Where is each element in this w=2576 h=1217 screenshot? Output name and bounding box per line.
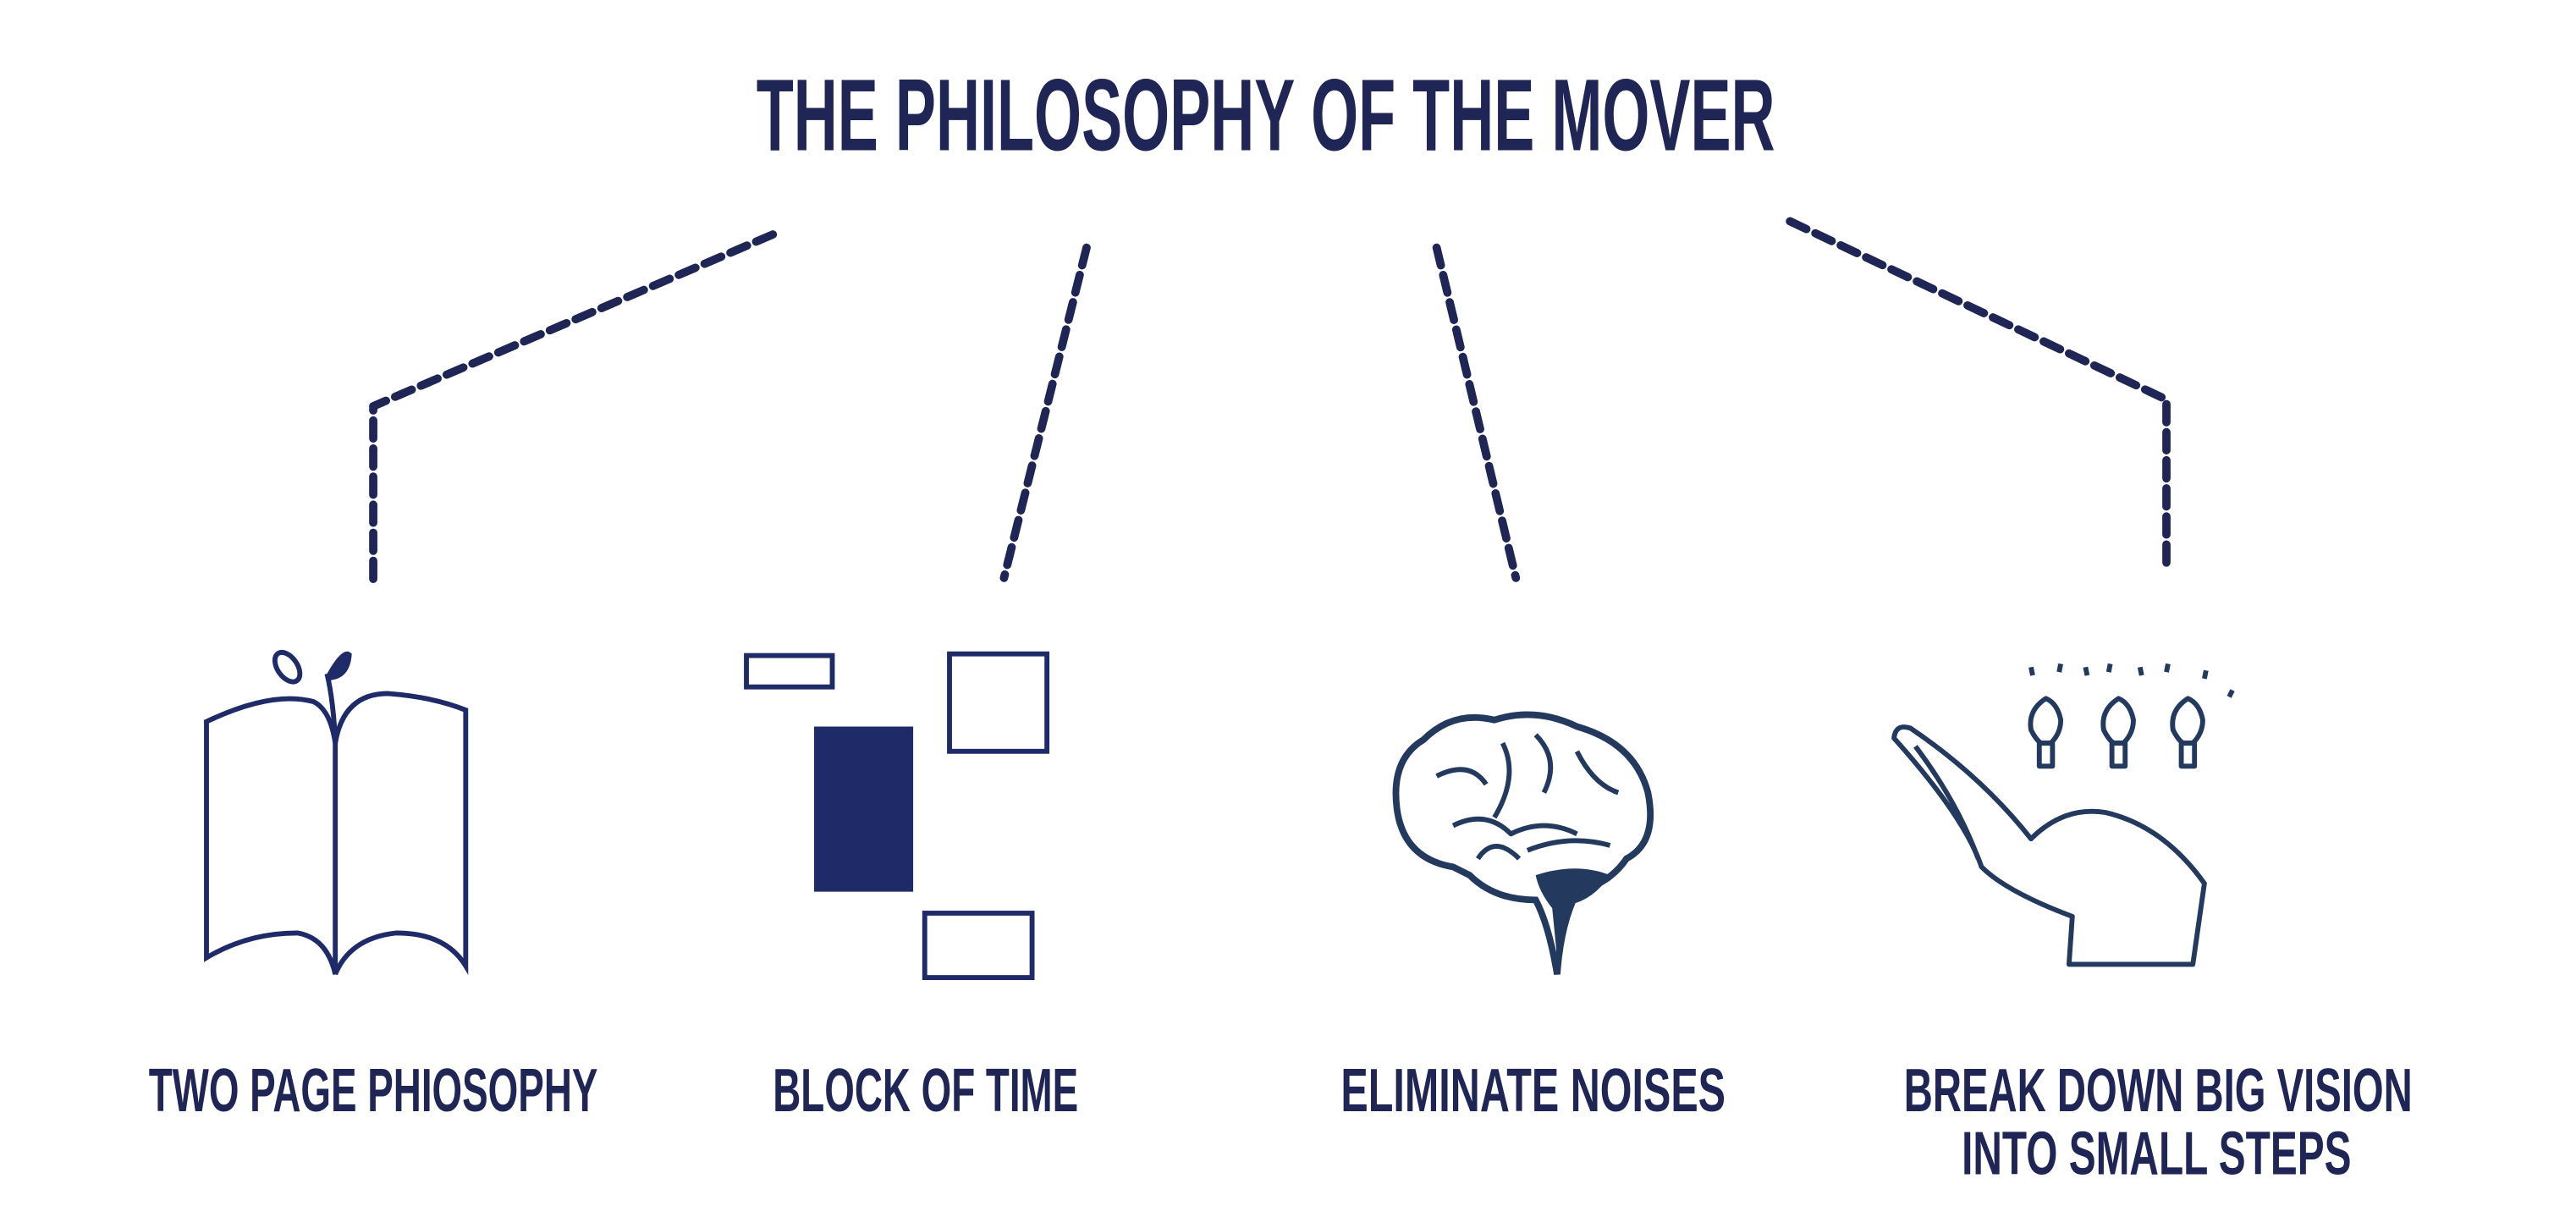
label-block-of-time: BLOCK OF TIME (773, 1057, 1078, 1125)
label-eliminate-noises: ELIMINATE NOISES (1340, 1057, 1726, 1125)
lightbulb-icon (2028, 696, 2064, 769)
label-two-page-philosophy: TWO PAGE PHIOSOPHY (149, 1057, 598, 1125)
brain-icon (1392, 711, 1654, 975)
hand-lightbulbs-icon (1891, 663, 2235, 967)
diagram-title: THE PHILOSOPHY OF THE MOVER (757, 58, 1775, 173)
lightbulb-icon (2100, 696, 2136, 769)
label-break-down-line1: BREAK DOWN BIG VISION (1904, 1057, 2413, 1125)
time-blocks-icon (744, 651, 1050, 981)
label-break-down-line2: INTO SMALL STEPS (1962, 1120, 2351, 1187)
connector-3 (1432, 243, 1521, 582)
connector-4 (1786, 217, 2171, 575)
lightbulb-icon (2170, 696, 2205, 769)
connector-2 (999, 243, 1091, 582)
open-book-sprout-icon (204, 650, 469, 976)
connector-1 (369, 230, 778, 586)
